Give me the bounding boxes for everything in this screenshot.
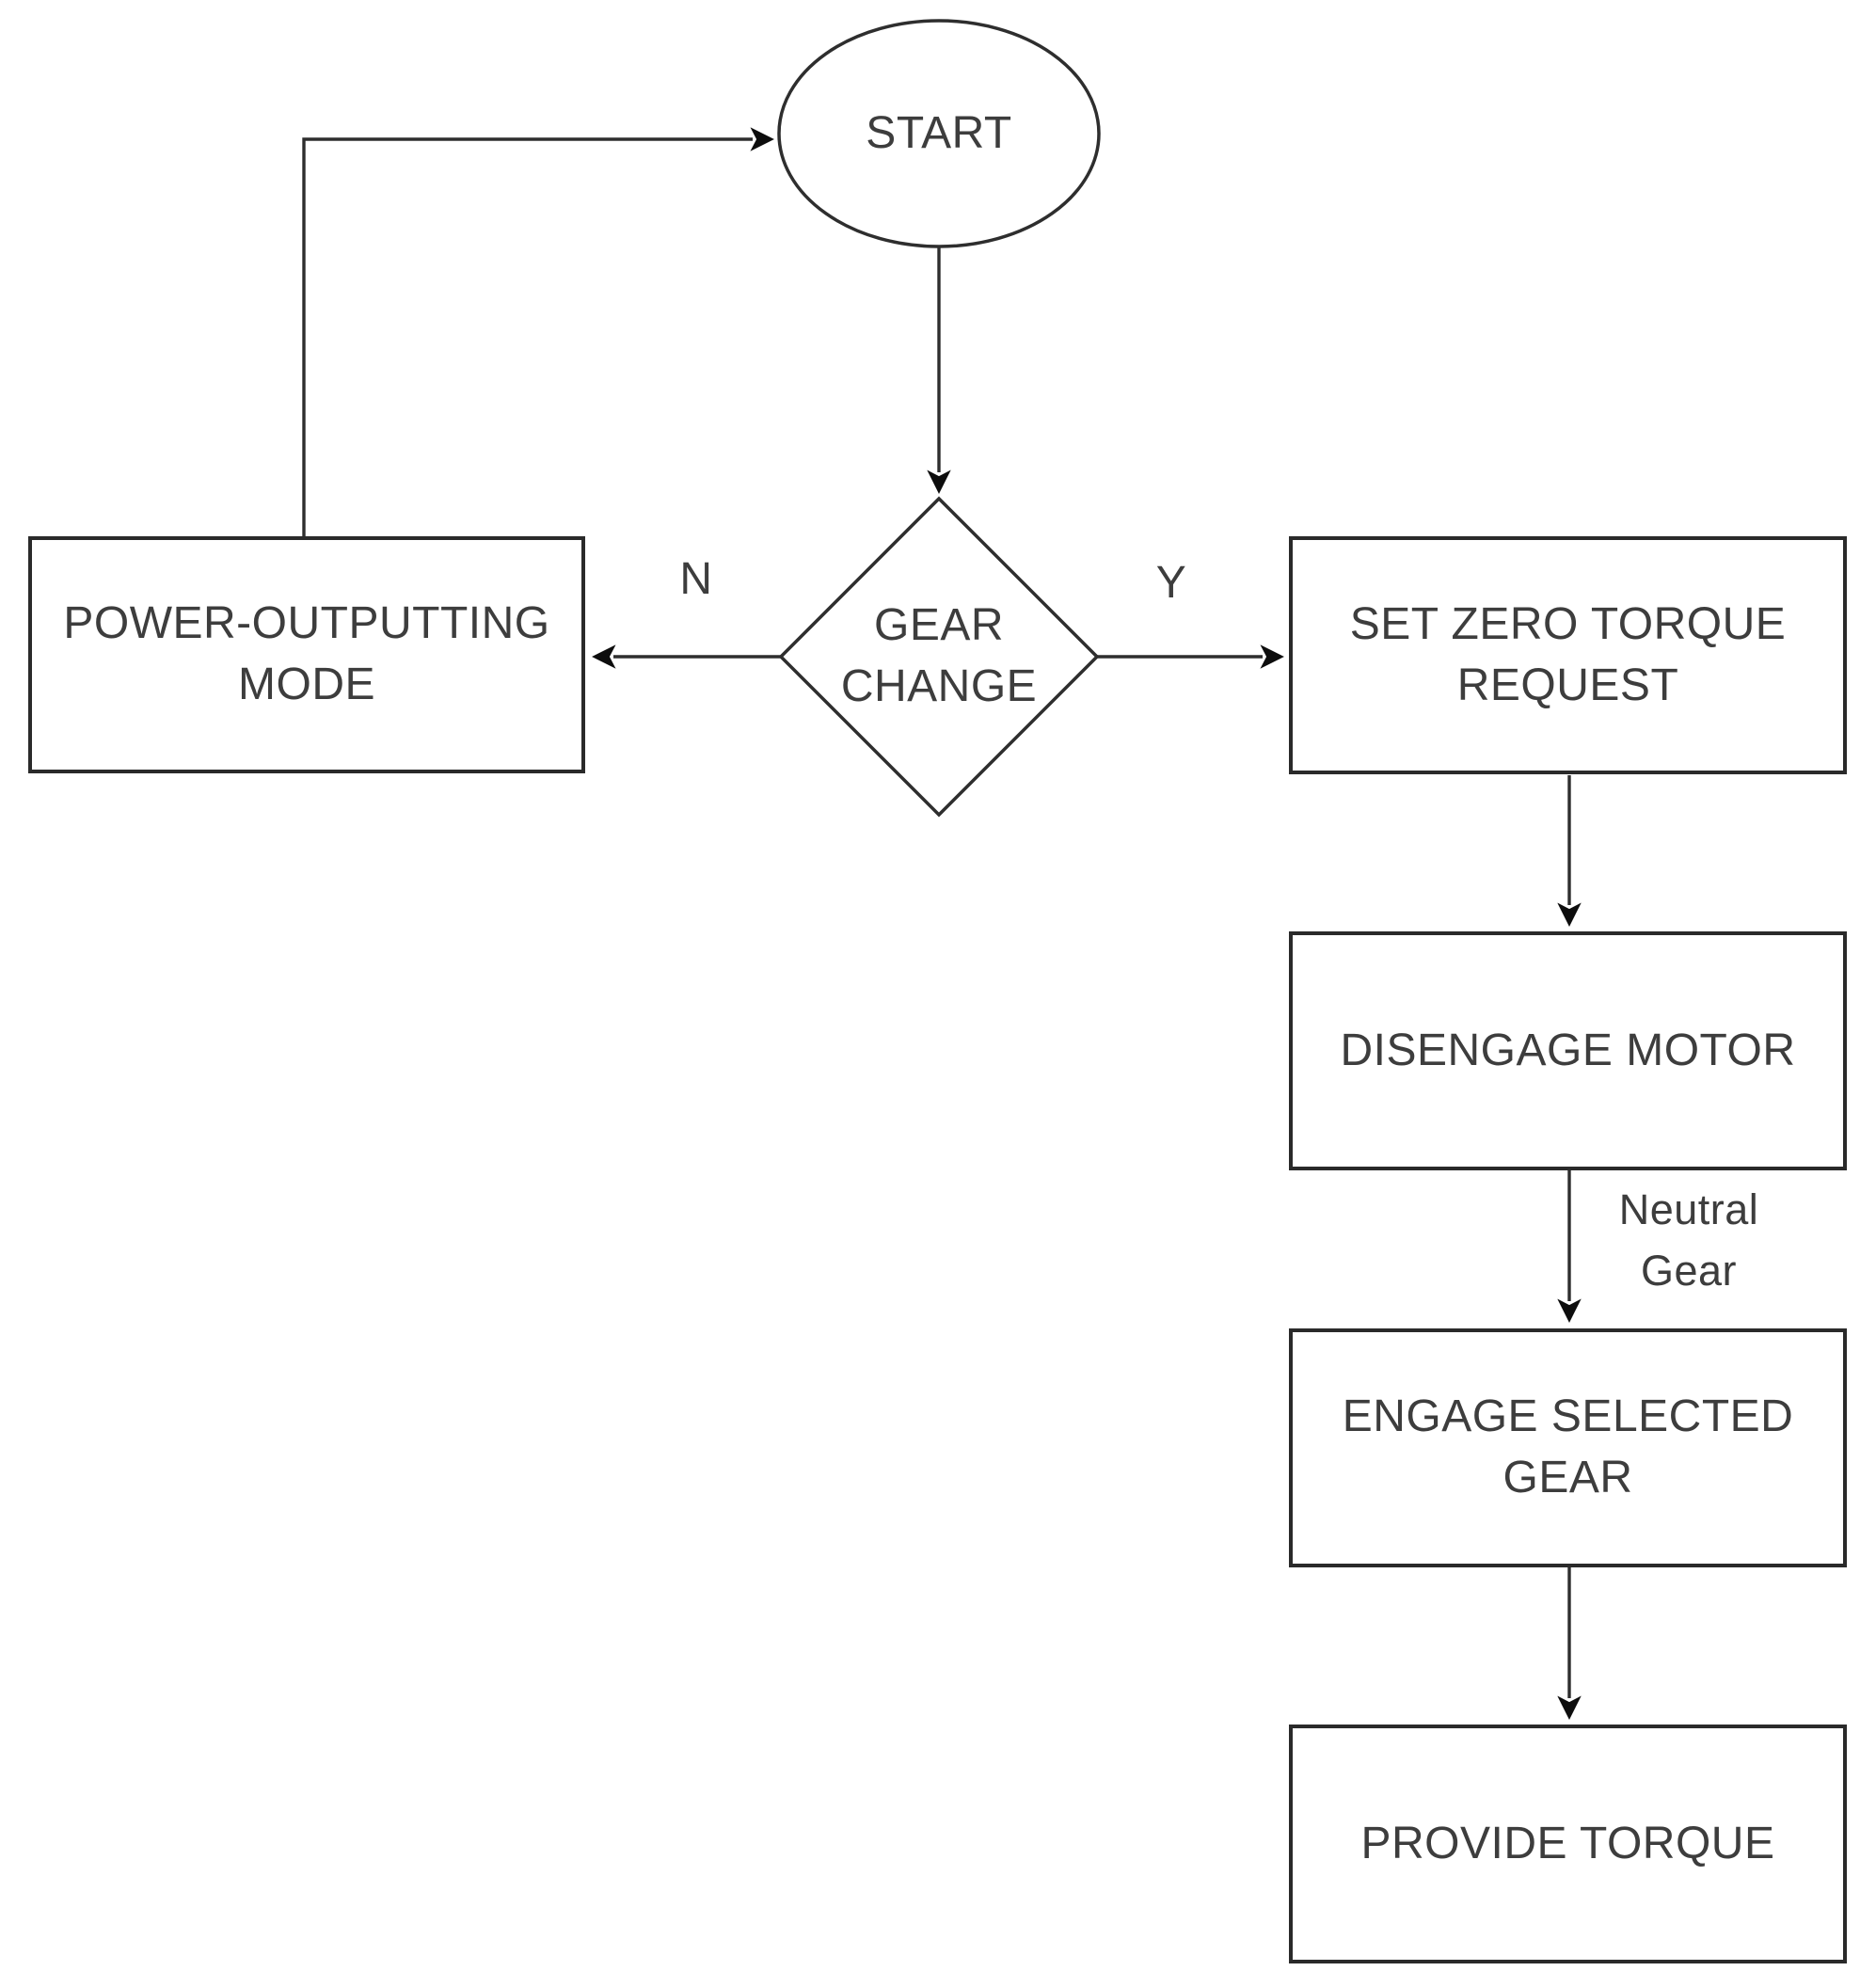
- node-set-zero-torque-request: SET ZERO TORQUE REQUEST: [1289, 536, 1847, 774]
- node-provide-torque: PROVIDE TORQUE: [1289, 1725, 1847, 1963]
- provide-torque-label: PROVIDE TORQUE: [1360, 1818, 1775, 1868]
- edge-power-mode-to-start: [302, 127, 774, 536]
- node-disengage-motor: DISENGAGE MOTOR: [1289, 931, 1847, 1170]
- set-zero-torque-request-label: SET ZERO TORQUE REQUEST: [1349, 598, 1787, 710]
- gear-change-label: GEAR CHANGE: [840, 600, 1038, 711]
- engage-selected-gear-label: ENGAGE SELECTED GEAR: [1342, 1391, 1794, 1502]
- gear-change-diamond: [778, 496, 1100, 818]
- edge-label-neutral-gear: Neutral Gear: [1618, 1185, 1759, 1296]
- disengage-motor-label: DISENGAGE MOTOR: [1340, 1025, 1796, 1075]
- edge-label-no: N: [679, 554, 713, 604]
- node-engage-selected-gear: ENGAGE SELECTED GEAR: [1289, 1328, 1847, 1567]
- start-label: START: [866, 107, 1012, 158]
- node-power-outputting-mode: POWER-OUTPUTTING MODE: [28, 536, 585, 773]
- node-gear-change: GEAR CHANGE: [798, 563, 1080, 751]
- power-outputting-mode-label: POWER-OUTPUTTING MODE: [63, 598, 550, 709]
- node-start: START: [798, 87, 1080, 181]
- edge-label-yes: Y: [1155, 558, 1187, 608]
